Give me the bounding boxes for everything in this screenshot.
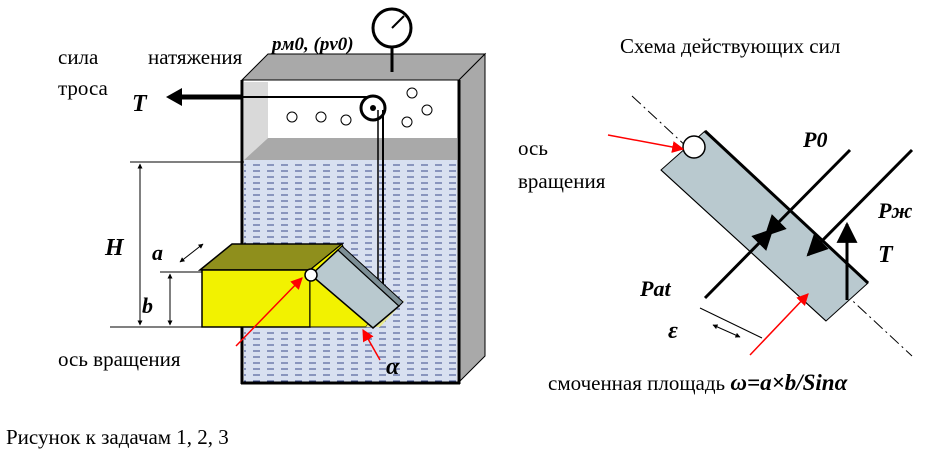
force-Pzh-label: Pж [877,198,912,223]
figure-caption: Рисунок к задачам 1, 2, 3 [6,425,229,449]
wetted-area-label: смоченная площадь ω=a×b/Sinα [548,370,849,395]
scheme-title: Схема действующих сил [620,34,840,58]
hinge-icon [304,268,318,282]
wetted-area-pointer-arrow [749,293,809,356]
force-Pat-label: Pat [639,276,671,301]
scheme-axis-label-b: вращения [518,169,606,193]
rotation-axis-line [631,95,913,357]
pressure-label: pм0, (pv0) [270,34,354,55]
rope-force-label-b: натяжения [148,45,243,69]
alpha-pointer-arrow [362,328,381,361]
scheme-axis-pointer-arrow [607,134,685,153]
rope-force-label-a: сила [58,45,99,69]
force-P0-label: P0 [802,127,827,152]
scheme-hinge-icon [682,135,706,159]
rope-force-label-c: троса [58,76,109,100]
width-a-label: a [152,240,163,265]
rotation-axis-label: ось вращения [58,347,181,371]
scheme-plate [660,129,870,322]
pressure-gauge-icon [371,7,413,72]
force-T-label: T [878,242,894,268]
depth-H-label: H [104,235,125,261]
rope-and-pulley [166,88,387,298]
force-lines [699,148,914,339]
tension-T-label: T [132,91,148,117]
scheme-axis-label-a: ось [518,136,548,160]
alpha-label: α [386,354,400,380]
gas-bubbles [286,87,433,128]
gate-plate [304,245,404,329]
height-b-label: b [142,293,153,318]
axis-pointer-arrow [235,277,303,347]
epsilon-label: ε [668,318,678,344]
